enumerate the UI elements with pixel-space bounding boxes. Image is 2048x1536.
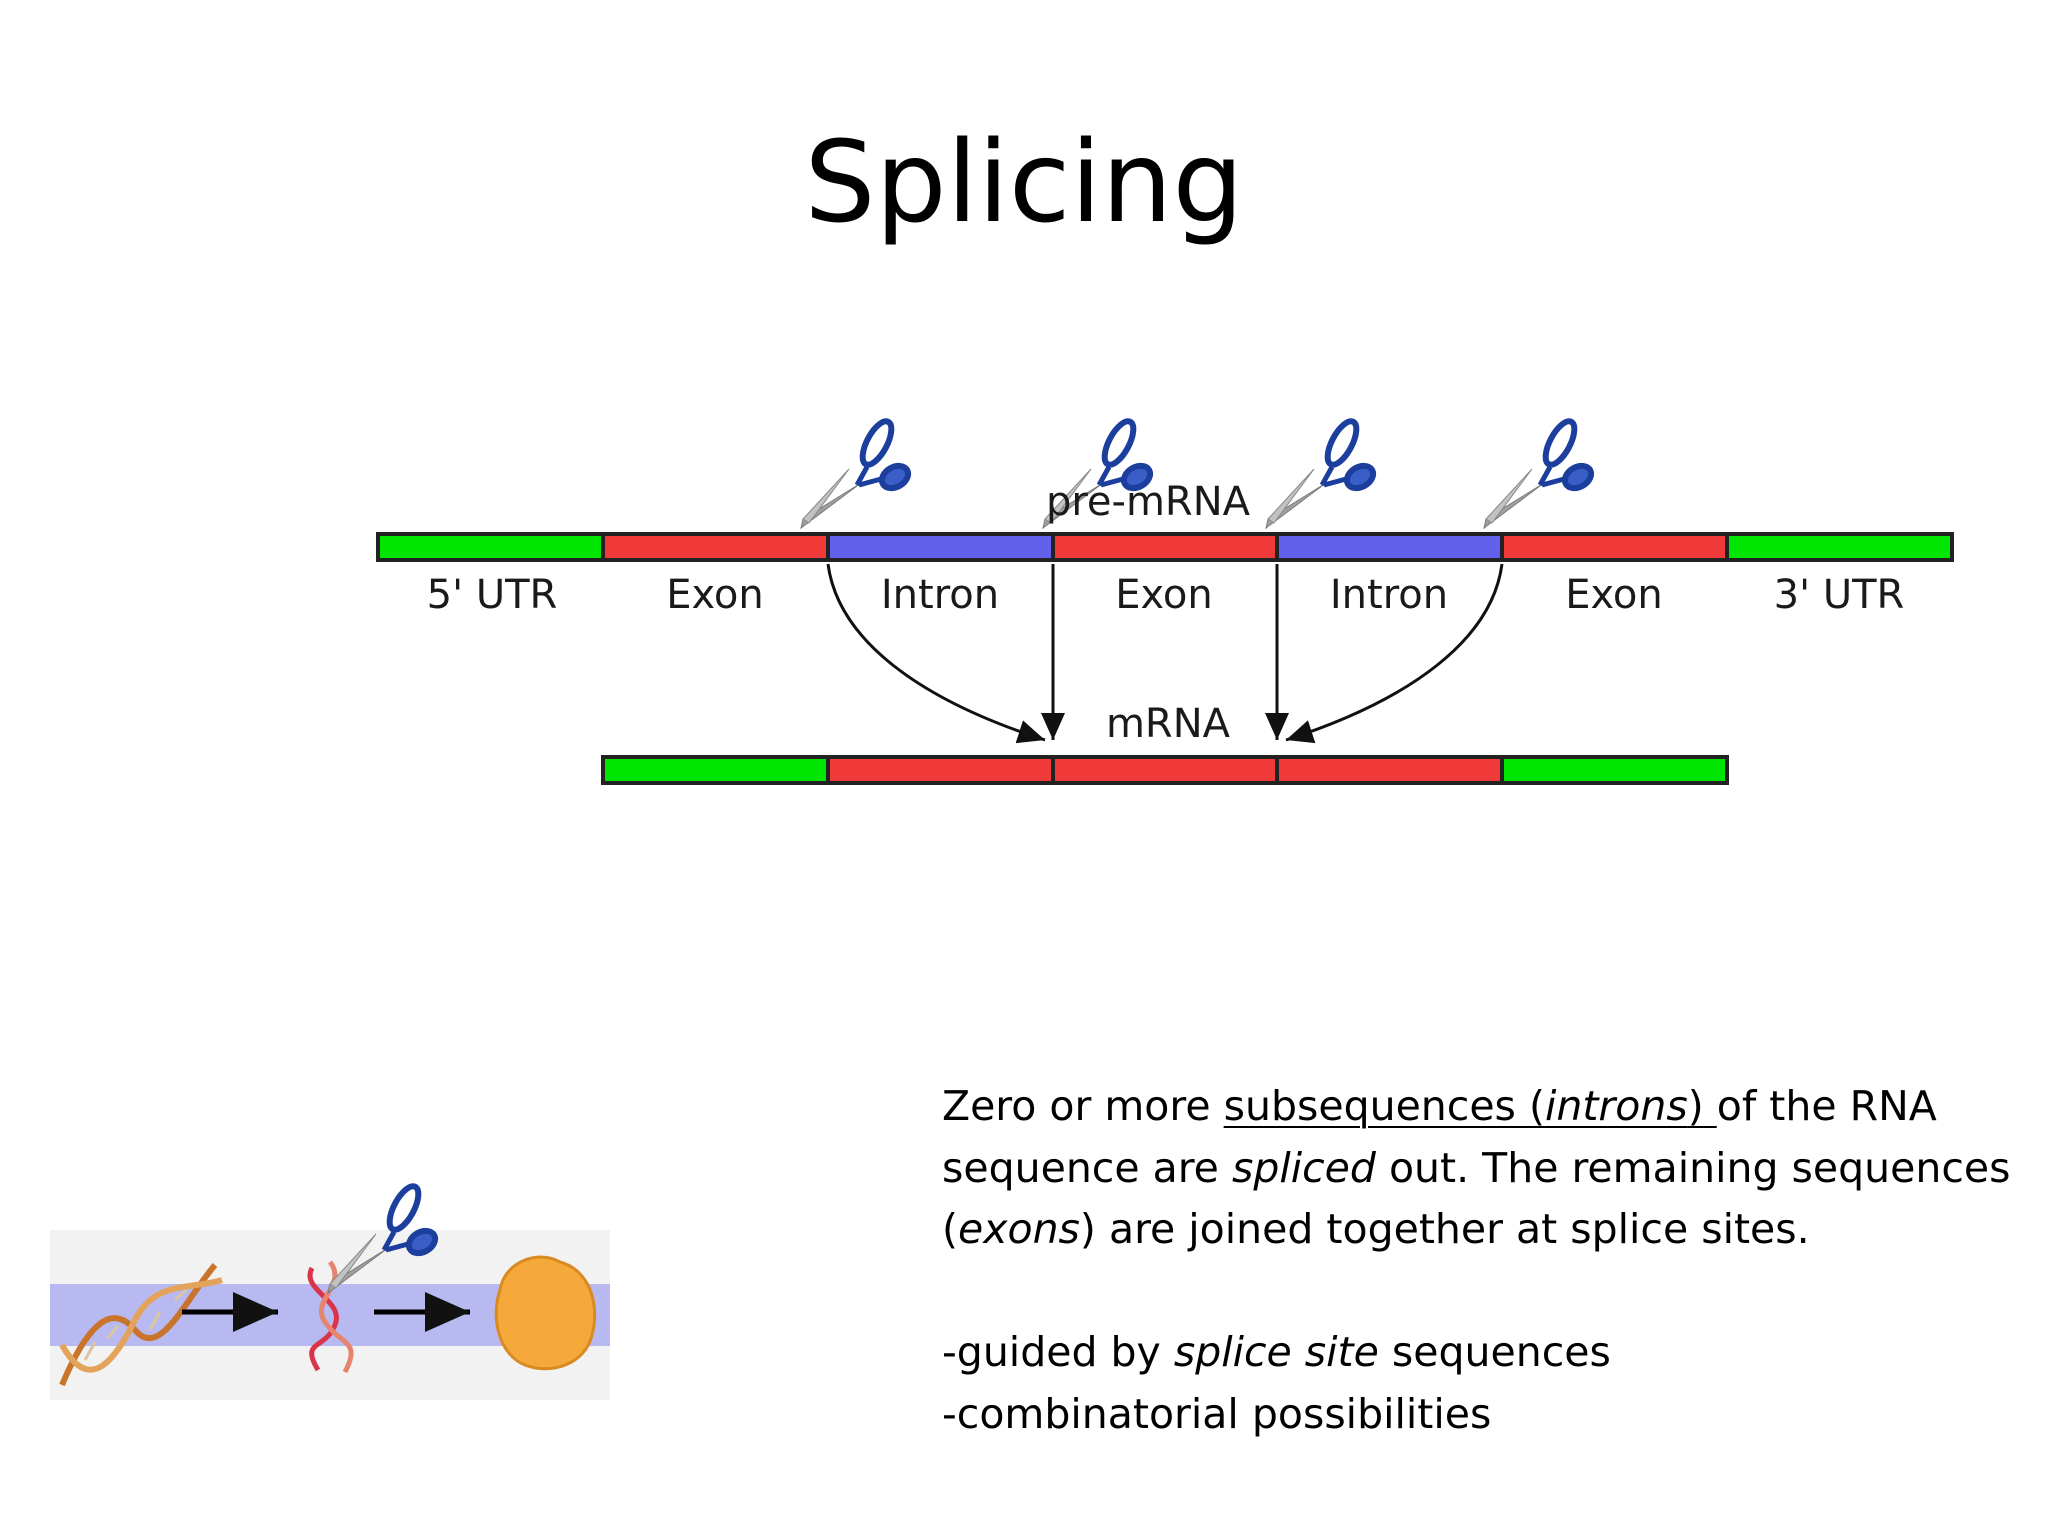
blank-line xyxy=(942,1261,2032,1323)
body-line-2: sequence are spliced out. The remaining … xyxy=(942,1138,2032,1200)
mrna-utr5-segment xyxy=(601,755,830,785)
text-run: ( xyxy=(942,1205,958,1253)
utr5-segment xyxy=(376,532,605,562)
text-run: Zero or more xyxy=(942,1082,1224,1130)
mrna-exon1-segment xyxy=(826,755,1055,785)
dna-helix-icon xyxy=(59,1263,223,1387)
text-run: sequences xyxy=(1378,1328,1611,1376)
arrow-right-curve xyxy=(1285,563,1504,744)
text-run: ) xyxy=(1687,1082,1717,1130)
body-line-1: Zero or more subsequences (introns) of t… xyxy=(942,1076,2032,1138)
mrna-exon2-segment xyxy=(1051,755,1279,785)
utr3-segment xyxy=(1725,532,1954,562)
mrna-label: mRNA xyxy=(1106,701,1231,747)
body-text: Zero or more subsequences (introns) of t… xyxy=(942,1076,2032,1445)
dna-to-protein-illustration xyxy=(50,1182,610,1400)
label-5utr: 5' UTR xyxy=(427,572,558,618)
intron2-segment xyxy=(1275,532,1504,562)
exon2-segment xyxy=(1051,532,1279,562)
intron1-segment xyxy=(826,532,1055,562)
text-run: ) are joined together at splice sites. xyxy=(1079,1205,1810,1253)
scissors-icon xyxy=(1266,417,1377,528)
introns-link-text: subsequences (introns) xyxy=(1224,1082,1717,1130)
label-intron-2: Intron xyxy=(1330,572,1448,618)
body-line-3: (exons) are joined together at splice si… xyxy=(942,1199,2032,1261)
slide-title: Splicing xyxy=(804,118,1244,248)
label-exon-3: Exon xyxy=(1565,572,1663,618)
scissors-icon xyxy=(801,417,912,528)
splice-arrows xyxy=(826,563,1504,744)
text-run-italic: spliced xyxy=(1231,1143,1376,1192)
premrna-bar xyxy=(376,532,1954,562)
text-run: out. The remaining sequences xyxy=(1375,1143,2011,1192)
text-run: -guided by xyxy=(942,1328,1174,1376)
text-run-italic: splice site xyxy=(1173,1328,1379,1376)
exon1-segment xyxy=(601,532,830,562)
bullet-1: -guided by splice site sequences xyxy=(942,1322,2032,1384)
text-run: subsequences ( xyxy=(1223,1082,1545,1130)
exon3-segment xyxy=(1500,532,1729,562)
mrna-bar xyxy=(601,755,1729,785)
text-run-italic: exons xyxy=(958,1205,1080,1253)
text-run: of the RNA xyxy=(1716,1082,1937,1130)
arrow-left-curve xyxy=(826,563,1046,744)
bullet-2: -combinatorial possibilities xyxy=(942,1389,1492,1438)
premrna-label: pre-mRNA xyxy=(1046,479,1251,525)
mrna-exon3-segment xyxy=(1275,755,1504,785)
label-exon-2: Exon xyxy=(1115,572,1213,618)
label-intron-1: Intron xyxy=(881,572,999,618)
label-3utr: 3' UTR xyxy=(1774,572,1905,618)
text-run: sequence are xyxy=(942,1143,1232,1192)
protein-icon xyxy=(494,1255,597,1371)
text-run-italic: introns xyxy=(1544,1082,1688,1130)
scissors-icon xyxy=(1484,417,1595,528)
label-exon-1: Exon xyxy=(666,572,764,618)
mrna-utr3-segment xyxy=(1500,755,1729,785)
